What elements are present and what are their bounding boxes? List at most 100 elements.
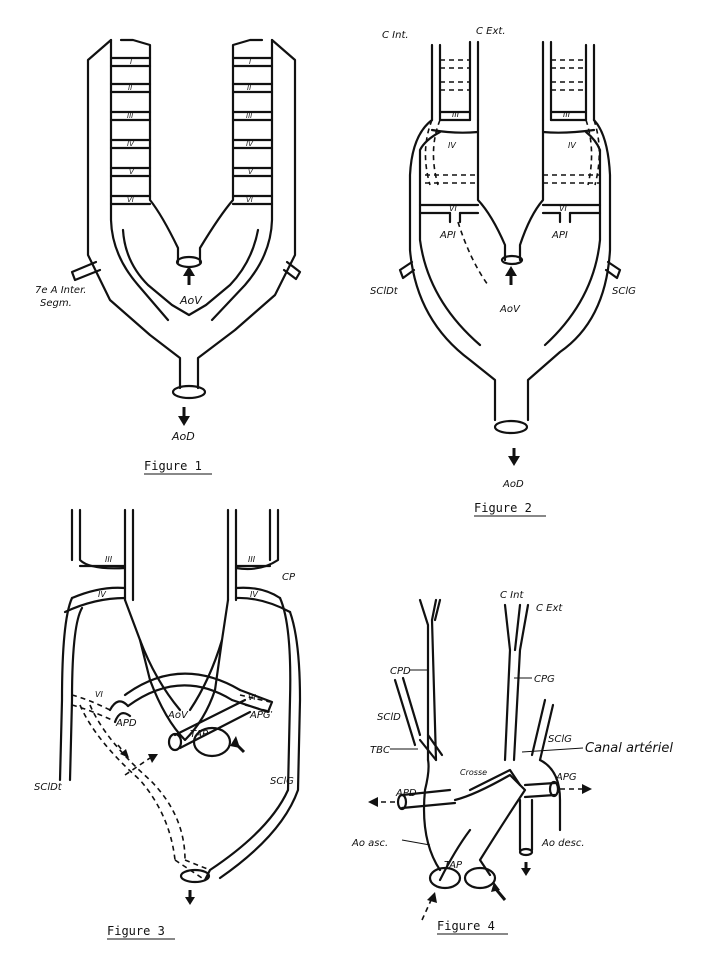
- fig4-label-apd: APD: [395, 788, 417, 799]
- fig2-left-arch-vi: [418, 203, 480, 215]
- fig1-right-dorsal-aorta: [210, 38, 274, 322]
- fig3-left-internal-carotid: [70, 508, 127, 570]
- fig2-regressed-segments: [424, 59, 601, 286]
- fig3-left-arch-iv: [63, 586, 127, 614]
- fig2-right-ventral: [518, 118, 545, 262]
- fig4-tap-arrow-head: [427, 892, 437, 903]
- fig3-label-tap: TAP: [190, 729, 209, 740]
- fig2-label-scl-dt: SClDt: [370, 286, 399, 297]
- fig2-label-aod: AoD: [502, 479, 524, 490]
- fig1-arch-label: II: [247, 84, 251, 92]
- fig1-right-ventral-aorta: [198, 38, 264, 264]
- fig4-tap-arrow: [421, 897, 433, 921]
- fig2-label-cint: C Int.: [382, 30, 409, 41]
- fig4-label-tap: TAP: [444, 860, 463, 871]
- fig4-aortic-outlet: [463, 866, 497, 890]
- fig2-aortic-contour-outer: [408, 118, 612, 422]
- fig3-label-iv-r: IV: [250, 590, 258, 599]
- fig4-caption: Figure 4: [437, 919, 495, 933]
- fig1-arch-label: I: [130, 58, 132, 66]
- fig3-right-external-carotid: [226, 508, 238, 602]
- fig4-label-canal-arteriel: Canal artériel: [585, 741, 673, 756]
- fig4-descending: [518, 798, 534, 852]
- fig2-arrow-up-head: [505, 266, 517, 276]
- fig3-label-vi-l: VI: [95, 690, 103, 699]
- fig2-right-carotid-int: [584, 43, 596, 122]
- fig1-label-aov: AoV: [179, 294, 203, 307]
- fig1-caption: Figure 1: [144, 459, 202, 473]
- fig3-left-external-carotid: [123, 508, 135, 602]
- fig4-label-scld: SClD: [377, 712, 401, 723]
- fig1-arch-label: VI: [246, 196, 253, 204]
- fig3-left-subclavian-g: [203, 596, 302, 882]
- fig3-label-scl-g: SClG: [270, 776, 294, 787]
- fig4-label-apg: APG: [555, 772, 577, 783]
- fig1-right-arches: [231, 56, 274, 206]
- fig3-right-arch-iv: [234, 586, 292, 614]
- fig4-label-sclg: SClG: [548, 734, 572, 745]
- fig2-right-carotid-ext: [541, 40, 553, 122]
- fig3-arrow-down-head: [185, 897, 195, 905]
- fig3-label-cp: CP: [282, 572, 296, 583]
- fig1-arch-label: IV: [127, 140, 135, 148]
- fig3-left-ventral: [123, 598, 182, 712]
- fig3-apd-arrow-head: [120, 749, 129, 758]
- fig4-descending-outlet: [518, 847, 534, 857]
- fig3-label-apd: APD: [115, 718, 137, 729]
- fig3-tap-outlet: [167, 732, 183, 752]
- fig3-aortic-root: [192, 726, 232, 758]
- fig2-left-api: [448, 211, 462, 224]
- fig1-arch-label: VI: [127, 196, 134, 204]
- fig4-label-ao-desc: Ao desc.: [541, 838, 585, 849]
- fig4-apg-end: [548, 780, 560, 798]
- fig2-right-api: [558, 211, 572, 224]
- fig1-left-ventral-aorta: [119, 38, 180, 264]
- fig2-label-vi-l: VI: [449, 204, 457, 213]
- fig3-tap: [173, 698, 252, 750]
- fig1-label-segm-1: 7e A Inter.: [35, 285, 86, 296]
- fig4-tap: [438, 773, 527, 882]
- fig1-arch-label: V: [248, 168, 254, 176]
- fig2-label-iv-l: IV: [448, 141, 456, 150]
- fig3-arrow-dashed-head: [148, 754, 158, 763]
- fig1-arrow-down-head: [178, 416, 190, 426]
- fig2-left-carotid-int: [430, 43, 442, 122]
- fig4-apg-arrow-head: [582, 784, 592, 794]
- fig3-label-vi-r: VI: [248, 693, 256, 702]
- fig1-left-arches: [109, 56, 152, 206]
- fig1-inner-loop: [121, 228, 260, 317]
- fig4-right-subclavian: [393, 676, 422, 747]
- fig2-label-aov: AoV: [499, 304, 521, 315]
- fig2-label-scl-g: SClG: [612, 286, 636, 297]
- fig1-arrow-up-head: [183, 266, 195, 276]
- fig2-left-carotid-ext: [468, 40, 480, 122]
- fig3-label-iii-l: III: [105, 555, 113, 564]
- fig3-arrow-bold-head: [230, 736, 240, 748]
- fig2-caption: Figure 2: [474, 501, 532, 515]
- fig4-apd-end: [396, 793, 408, 811]
- fig1-aortic-sac: [175, 255, 203, 269]
- fig3-label-aov: AoV: [167, 710, 189, 721]
- fig2-label-iii-l: III: [452, 110, 460, 119]
- fig2-left-subclavian: [604, 260, 622, 280]
- fig2-aortic-sac: [500, 254, 524, 266]
- fig3-label-apg: APG: [249, 710, 271, 721]
- fig2-arrow-down-head: [508, 456, 520, 466]
- fig2-left-ventral: [476, 118, 507, 262]
- fig1-arch-label: IV: [246, 140, 254, 148]
- fig2-right-arch-iii: [549, 110, 588, 122]
- fig1-arch-label: II: [128, 84, 132, 92]
- fig4-apd-arrow-head: [368, 797, 378, 807]
- fig3-aov-body: [138, 638, 224, 742]
- fig4-canal-leader: [521, 747, 584, 753]
- fig3-right-subclavian-dt: [58, 596, 84, 782]
- figure-3: III III IV IV VI VI CP APD APG AoV TAP S…: [34, 508, 302, 940]
- fig3-label-iv-l: IV: [98, 590, 106, 599]
- figure-4: C Int C Ext CPD CPG SClD SClG TBC APD AP…: [351, 590, 673, 935]
- fig4-label-crosse: Crosse: [460, 768, 487, 777]
- fig4-label-cpg: CPG: [534, 674, 555, 685]
- fig4-brachiocephalic: [418, 733, 444, 762]
- fig4-label-cpd: CPD: [390, 666, 411, 677]
- fig1-arch-label: I: [249, 58, 251, 66]
